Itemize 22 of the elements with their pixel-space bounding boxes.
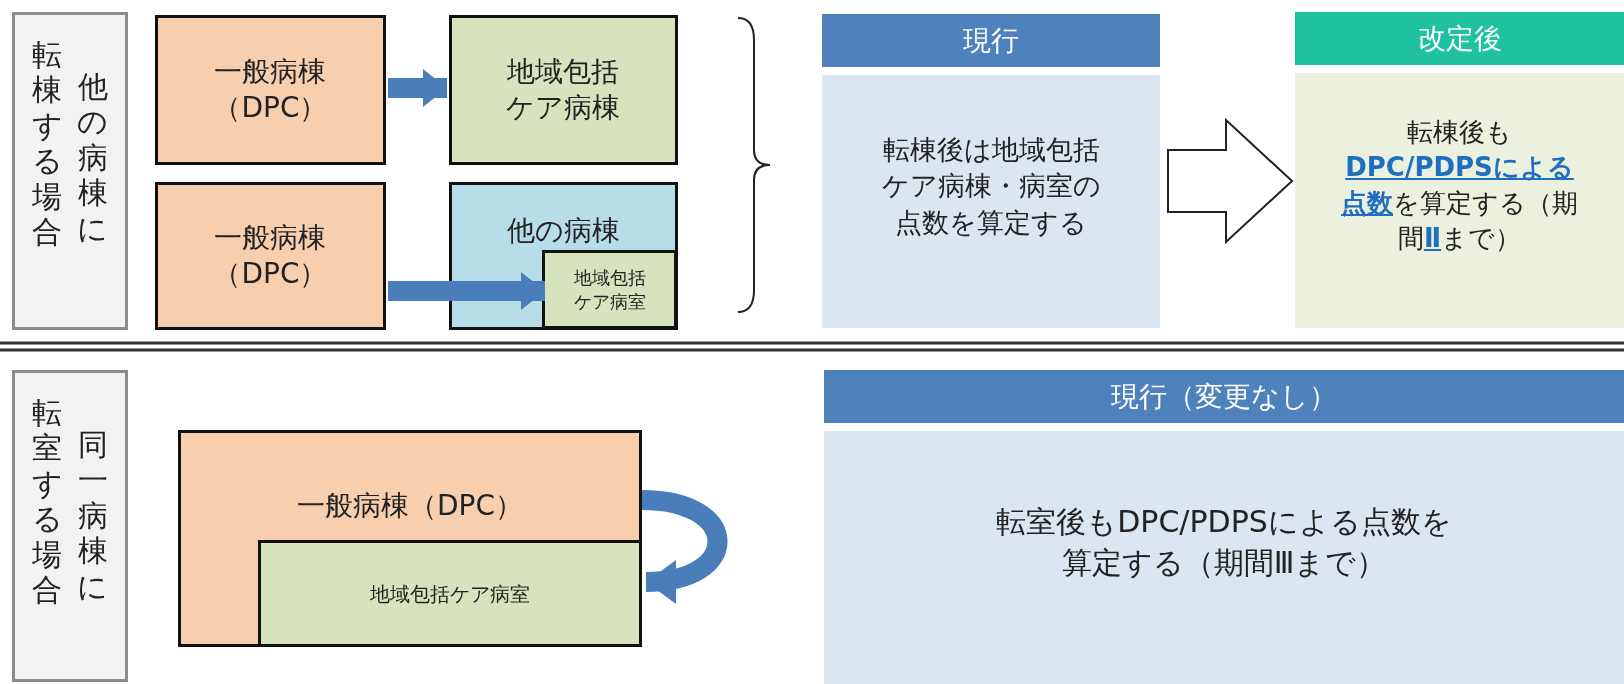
- ward-box: 一般病棟（DPC）: [155, 15, 386, 165]
- ward-box: 地域包括ケア病室: [258, 540, 642, 647]
- header-bar: 改定後: [1295, 12, 1624, 65]
- ward-box: 一般病棟（DPC）: [155, 182, 386, 330]
- label-box: [12, 12, 128, 330]
- arrow: [388, 69, 447, 107]
- vertical-text: 転室する場合: [31, 395, 63, 608]
- header-bar: 現行（変更なし）: [824, 370, 1624, 423]
- ward-box: 地域包括ケア病棟: [449, 15, 678, 165]
- vertical-text: 同一病棟に: [77, 427, 109, 604]
- vertical-text: 他の病棟に: [77, 69, 109, 246]
- text-panel: 転棟後は地域包括ケア病棟・病室の点数を算定する: [822, 75, 1160, 328]
- arrow: [641, 490, 728, 602]
- vertical-text: 転棟する場合: [31, 37, 63, 250]
- ward-box: 他の病棟 地域包括ケア病室: [449, 182, 678, 330]
- header-bar: 現行: [822, 14, 1160, 67]
- text-panel: 転室後もDPC/PDPSによる点数を算定する（期間Ⅲまで）: [824, 431, 1624, 684]
- arrow: [388, 272, 545, 310]
- ward-box: 地域包括ケア病室: [542, 250, 677, 329]
- label-box: [12, 370, 128, 682]
- ward-box: 一般病棟（DPC） 地域包括ケア病室: [178, 430, 642, 647]
- arrow: [1167, 117, 1294, 245]
